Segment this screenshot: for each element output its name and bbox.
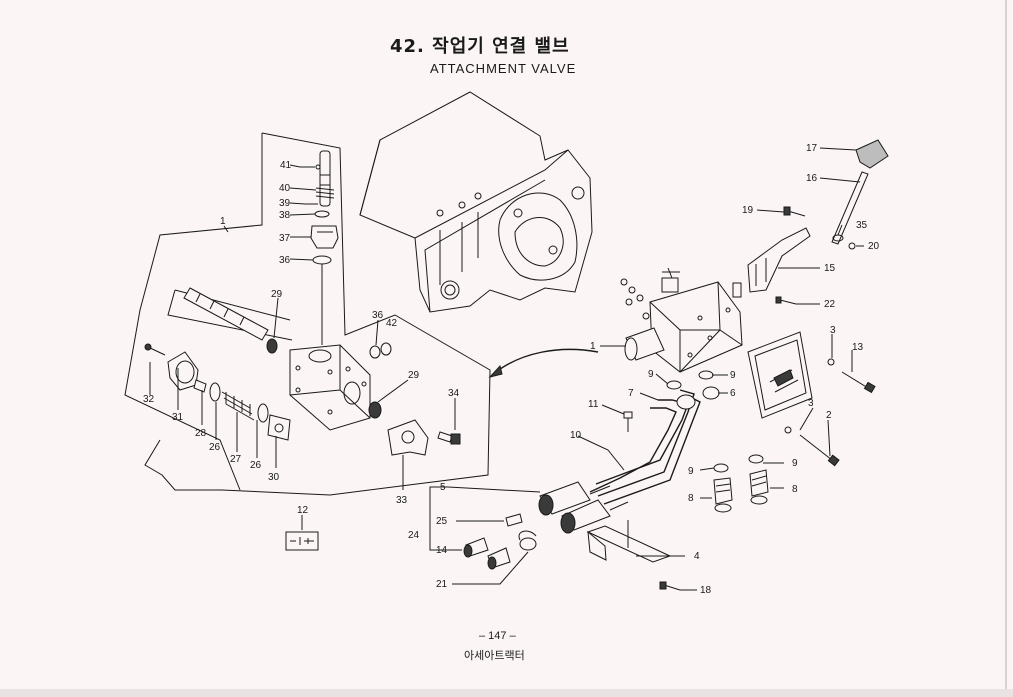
callout-41: 41 xyxy=(280,160,292,171)
left-valve-parts xyxy=(144,150,461,456)
callout-29-top: 29 xyxy=(271,289,283,300)
callout-10: 10 xyxy=(570,430,582,441)
callout-29-right: 29 xyxy=(408,370,420,381)
callout-39: 39 xyxy=(279,198,291,209)
callout-5: 5 xyxy=(440,482,446,493)
callout-21: 21 xyxy=(436,579,448,590)
callout-1-right: 1 xyxy=(590,341,596,352)
callout-35: 35 xyxy=(856,220,868,231)
callout-26-b: 26 xyxy=(250,460,262,471)
callout-7: 7 xyxy=(628,388,634,399)
callout-17: 17 xyxy=(806,143,818,154)
callout-33: 33 xyxy=(396,495,408,506)
callout-25: 25 xyxy=(436,516,448,527)
callout-30: 30 xyxy=(268,472,280,483)
callout-36-top: 36 xyxy=(279,255,291,266)
callout-9-b: 9 xyxy=(730,370,736,381)
callout-22: 22 xyxy=(824,299,836,310)
callout-9-a: 9 xyxy=(648,369,654,380)
callout-26-a: 26 xyxy=(209,442,221,453)
page-number: – 147 – xyxy=(479,630,516,642)
callout-24: 24 xyxy=(408,530,420,541)
callout-27: 27 xyxy=(230,454,242,465)
callout-36-mid: 36 xyxy=(372,310,384,321)
page-bottom-edge xyxy=(0,689,1013,697)
callout-3-top: 3 xyxy=(830,325,836,336)
callout-6: 6 xyxy=(730,388,736,399)
page-title: 42. 작업기 연결 밸브 xyxy=(390,36,570,57)
callout-4: 4 xyxy=(694,551,700,562)
callout-37: 37 xyxy=(279,233,291,244)
callout-16: 16 xyxy=(806,173,818,184)
callout-38: 38 xyxy=(279,210,291,221)
callout-14: 14 xyxy=(436,545,448,556)
callout-9-d: 9 xyxy=(792,458,798,469)
callout-2: 2 xyxy=(826,410,832,421)
hydraulic-symbol-box xyxy=(285,531,319,551)
callout-15: 15 xyxy=(824,263,836,274)
callout-20: 20 xyxy=(868,241,880,252)
callout-8-b: 8 xyxy=(792,484,798,495)
callout-32: 32 xyxy=(143,394,155,405)
callout-3-bottom: 3 xyxy=(808,398,814,409)
callout-9-c: 9 xyxy=(688,466,694,477)
callout-19: 19 xyxy=(742,205,754,216)
callout-31: 31 xyxy=(172,412,184,423)
callout-11: 11 xyxy=(588,399,599,410)
callout-8-a: 8 xyxy=(688,493,694,504)
callout-12: 12 xyxy=(297,505,309,516)
assembly-arrow xyxy=(491,348,599,376)
transmission-housing-drawing xyxy=(359,91,593,313)
page-subtitle: ATTACHMENT VALVE xyxy=(430,61,577,76)
footer-brand: 아세아트랙터 xyxy=(464,649,525,662)
left-assembly-bracket xyxy=(124,132,491,496)
callout-34: 34 xyxy=(448,388,460,399)
callout-28: 28 xyxy=(195,428,207,439)
callout-1-left: 1 xyxy=(220,216,226,227)
page-edge xyxy=(1005,0,1007,697)
callout-13: 13 xyxy=(852,342,864,353)
callout-40: 40 xyxy=(279,183,291,194)
callout-18: 18 xyxy=(700,585,712,596)
assembly-arrow-head xyxy=(488,364,503,378)
callout-leader-lines xyxy=(149,147,864,591)
control-valve-assembly xyxy=(463,139,889,591)
callout-numbers: 41 40 39 38 37 36 1 29 36 42 29 34 32 31… xyxy=(143,143,880,596)
callout-42: 42 xyxy=(386,318,398,329)
